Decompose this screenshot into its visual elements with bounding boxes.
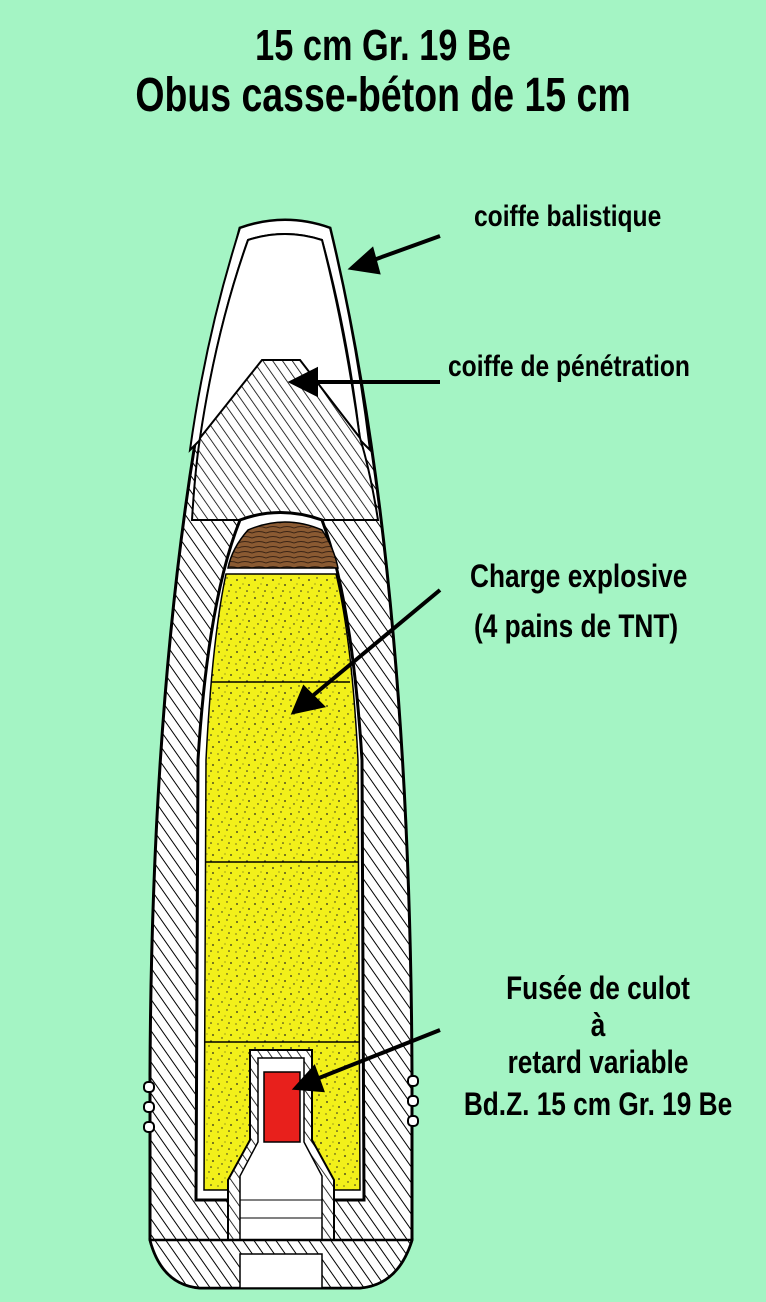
label-penetration-cap: coiffe de pénétration (448, 350, 690, 383)
explosive-charge (203, 573, 361, 1191)
label-fuze-line-4: Bd.Z. 15 cm Gr. 19 Be (463, 1086, 733, 1122)
arrows (287, 234, 442, 1093)
label-ballistic-cap: coiffe balistique (474, 200, 662, 233)
base-fuze-cap (239, 1253, 323, 1289)
label-fuze-line-1: Fusée de culot (506, 970, 690, 1006)
wooden-plug (227, 521, 339, 569)
label-charge-line-2: (4 pains de TNT) (474, 608, 679, 644)
label-fuze-group: Fusée de culot à retard variable Bd.Z. 1… (430, 968, 766, 1126)
rotating-band-left (143, 1081, 155, 1133)
title-line-2: Obus casse-béton de 15 cm (135, 69, 631, 122)
title-line-1: 15 cm Gr. 19 Be (255, 21, 511, 70)
fuze-element (263, 1071, 301, 1143)
rotating-band-right (407, 1075, 419, 1127)
label-fuze-line-3: retard variable (507, 1044, 689, 1080)
label-charge-line-1: Charge explosive (470, 558, 688, 594)
label-fuze-line-2: à (590, 1007, 606, 1043)
penetration-cap (190, 359, 380, 521)
